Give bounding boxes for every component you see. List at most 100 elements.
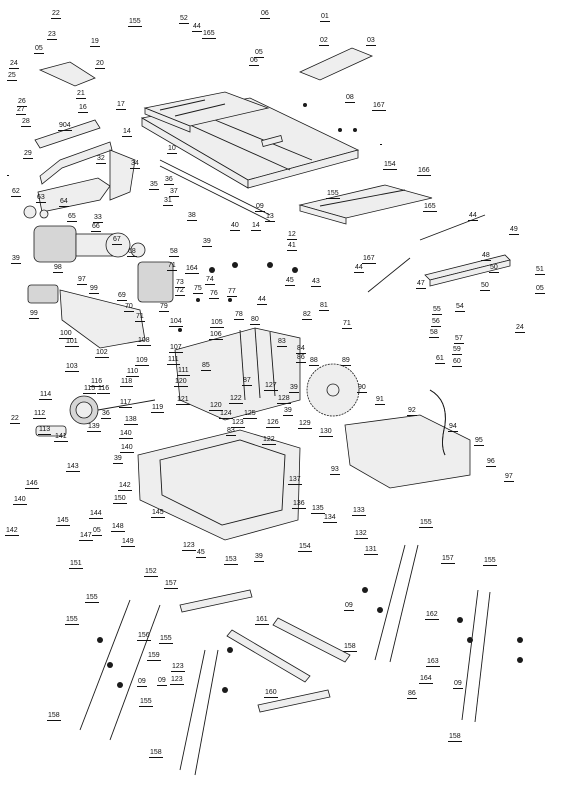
- part-label: 77: [227, 288, 237, 297]
- part-label: 158: [47, 712, 61, 721]
- part-label: 143: [66, 463, 80, 472]
- part-label: 146: [25, 480, 39, 489]
- side-rail: [159, 159, 271, 216]
- part-label: 157: [164, 580, 178, 589]
- part-label: 16: [78, 104, 88, 113]
- part-label: 73: [175, 279, 185, 288]
- part-label: 69: [117, 292, 127, 301]
- part-label: 80: [250, 316, 260, 325]
- part-label: 163: [426, 658, 440, 667]
- part-label: 39: [283, 407, 293, 416]
- part-label: 98: [53, 264, 63, 273]
- part-label: 152: [144, 568, 158, 577]
- part-label: 139: [87, 423, 101, 432]
- part-label: 05: [92, 527, 102, 536]
- part-label: 19: [90, 38, 100, 47]
- part-label: 158: [149, 749, 163, 758]
- part-label: 102: [95, 349, 109, 358]
- part-label: 05: [254, 49, 264, 58]
- part-label: 62: [11, 188, 21, 197]
- part-label: 164: [419, 675, 433, 684]
- part-label: 111: [167, 356, 180, 365]
- part-label: 149: [121, 538, 135, 547]
- part-label: 155: [483, 557, 497, 566]
- part-label: 41: [287, 242, 297, 251]
- part-label: 153: [224, 556, 238, 565]
- part-label: 157: [441, 555, 455, 564]
- part-label: 44: [468, 212, 478, 221]
- part-label: 29: [23, 150, 33, 159]
- part-label: 27: [16, 106, 26, 115]
- motor-assembly: [27, 225, 174, 349]
- part-label: 08: [345, 94, 355, 103]
- part-label: 25: [7, 72, 17, 81]
- part-label: 110: [125, 368, 140, 377]
- saw-base: [137, 327, 301, 541]
- part-label: 151: [69, 560, 83, 569]
- part-label: 166: [417, 167, 431, 176]
- part-label: 44: [257, 296, 267, 305]
- part-label: 36: [164, 176, 174, 185]
- saw-blade: [306, 363, 360, 417]
- part-label: 165: [423, 203, 437, 212]
- part-label: 83: [277, 338, 287, 347]
- part-label: 107: [169, 344, 183, 353]
- part-label: 44: [354, 264, 364, 273]
- part-label: 67: [112, 236, 122, 245]
- part-label: 140: [119, 430, 133, 439]
- part-label: 39: [254, 553, 264, 562]
- part-label: 129: [298, 420, 312, 429]
- part-label: 64: [59, 198, 69, 207]
- part-label: 47: [416, 280, 426, 289]
- part-label: 135: [311, 505, 325, 514]
- part-label: 05: [535, 285, 545, 294]
- part-label: 56: [431, 318, 441, 327]
- part-label: 89: [341, 357, 351, 366]
- part-label: 123: [170, 676, 184, 685]
- part-label: 48: [481, 252, 491, 261]
- part-label: 123: [171, 663, 185, 672]
- part-label: 24: [515, 324, 525, 333]
- part-label: 147: [79, 532, 93, 541]
- part-label: 132: [354, 530, 368, 539]
- part-label: 14: [251, 222, 261, 231]
- part-label: 116: [89, 378, 104, 387]
- part-label: 97: [504, 473, 514, 482]
- part-label: 155: [326, 190, 340, 199]
- part-label: 09: [453, 680, 463, 689]
- part-label: 84: [296, 345, 306, 354]
- part-label: 141: [54, 433, 68, 442]
- part-label: 35: [149, 181, 159, 190]
- hardware-bolts: [97, 103, 523, 693]
- part-label: 81: [319, 302, 329, 311]
- part-label: 70: [124, 303, 134, 312]
- motor-housing-right: [344, 414, 471, 489]
- part-label: 37: [169, 188, 179, 197]
- part-label: 72: [175, 287, 185, 296]
- part-label: 87: [242, 377, 252, 386]
- part-label: 162: [425, 611, 439, 620]
- part-label: 02: [319, 37, 329, 46]
- rip-fence: [424, 254, 511, 287]
- part-label: 154: [298, 543, 312, 552]
- part-label: 54: [455, 303, 465, 312]
- part-label: 88: [309, 357, 319, 366]
- part-label: 96: [486, 458, 496, 467]
- part-label: 93: [330, 466, 340, 475]
- part-label: 63: [36, 194, 46, 203]
- part-label: 134: [323, 514, 337, 523]
- part-label: 71: [167, 262, 177, 271]
- part-label: 49: [509, 226, 519, 235]
- part-label: 38: [187, 212, 197, 221]
- part-label: 24: [9, 60, 19, 69]
- part-label: 116: [96, 385, 111, 394]
- blade-guard-left: [23, 61, 136, 219]
- part-label: 114: [38, 391, 53, 400]
- part-label: 55: [432, 306, 442, 315]
- part-label: 45: [196, 549, 206, 558]
- part-label: 85: [201, 362, 211, 371]
- part-label: 86: [407, 690, 417, 699]
- part-label: 44: [192, 23, 202, 32]
- part-label: 43: [311, 278, 321, 287]
